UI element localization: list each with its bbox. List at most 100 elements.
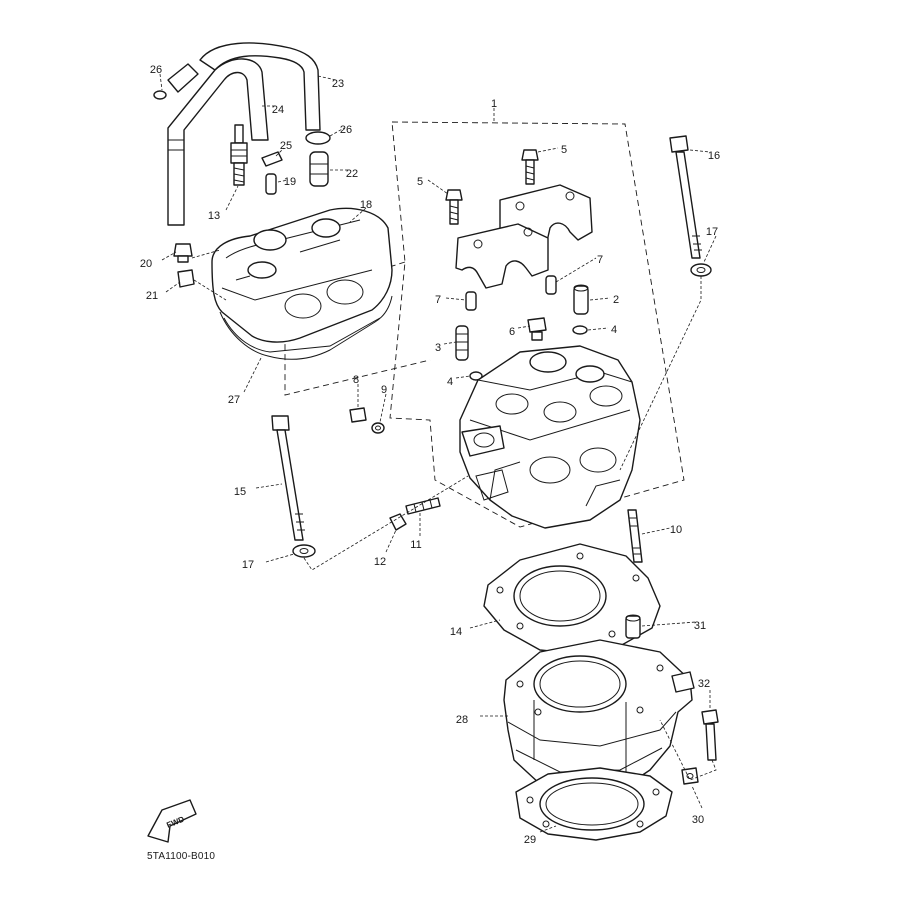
- callout-leader-18: [349, 207, 367, 223]
- callout-leader-17a: [703, 235, 717, 263]
- callout-number-5a: 5: [561, 144, 567, 156]
- cap-bolt-5-right: [521, 149, 539, 185]
- callout-number-4a: 4: [611, 324, 617, 336]
- callout-leader-31: [641, 621, 697, 627]
- callout-leader-26a: [159, 73, 163, 91]
- callout-leader-5a: [537, 147, 559, 153]
- callout-leader-13: [225, 185, 239, 211]
- dowel-7-left: [465, 291, 477, 311]
- cylinder-28: [503, 639, 695, 797]
- cover-bolt-guide: [191, 249, 227, 301]
- cylinder-head: [459, 345, 641, 529]
- callout-number-19: 19: [284, 176, 296, 188]
- cap-26: [305, 131, 331, 145]
- callout-leader-3: [443, 341, 457, 345]
- callout-leader-6: [517, 325, 531, 329]
- callout-number-1: 1: [491, 98, 497, 110]
- washer-9: [371, 422, 385, 434]
- cap-bolt-5-left: [445, 189, 463, 225]
- bolt-12: [389, 513, 407, 531]
- callout-number-24: 24: [272, 104, 284, 116]
- callout-leader-10: [641, 527, 671, 535]
- callout-leader-29: [539, 825, 557, 833]
- callout-number-8: 8: [353, 374, 359, 386]
- callout-leader-19: [277, 179, 289, 183]
- cylinder-head-cover-18: [211, 207, 393, 343]
- callout-number-25: 25: [280, 140, 292, 152]
- callout-leader-23: [317, 75, 337, 81]
- callout-number-18: 18: [360, 199, 372, 211]
- dowel-7-right: [545, 275, 557, 295]
- plug-6: [527, 317, 547, 341]
- callout-number-2: 2: [613, 294, 619, 306]
- callout-number-23: 23: [332, 78, 344, 90]
- washer-17-upper: [690, 263, 712, 277]
- grommet-22: [309, 151, 329, 187]
- callout-number-17a: 17: [706, 226, 718, 238]
- callout-leader-25: [275, 147, 285, 157]
- callout-layer: 1234455677891011121314151617171819202122…: [140, 64, 720, 846]
- callout-leader-27: [243, 355, 263, 393]
- callout-number-5b: 5: [417, 176, 423, 188]
- callout-number-17b: 17: [242, 559, 254, 571]
- callout-leader-7a: [555, 257, 597, 283]
- callout-leader-4b: [455, 375, 471, 379]
- cylinder-bolt-16: [669, 135, 702, 259]
- guide-3: [455, 325, 469, 361]
- callout-leader-15: [255, 483, 283, 489]
- bolt-32: [701, 709, 719, 761]
- cylinder-base-gasket-29: [515, 767, 673, 841]
- callout-number-31: 31: [694, 620, 706, 632]
- callout-number-14: 14: [450, 626, 462, 638]
- callout-number-12: 12: [374, 556, 386, 568]
- dowel-2: [573, 284, 589, 315]
- dowel-19: [265, 173, 277, 195]
- callout-number-22: 22: [346, 168, 358, 180]
- callout-number-9: 9: [381, 384, 387, 396]
- bolt-15-guide: [303, 475, 469, 571]
- assembly-1-outline: [389, 121, 685, 528]
- callout-number-4b: 4: [447, 376, 453, 388]
- callout-number-7a: 7: [597, 254, 603, 266]
- cylinder-bolt-15: [271, 415, 305, 541]
- stud-bolt-11: [405, 497, 441, 515]
- washer-17-lower: [292, 544, 316, 558]
- cylinder-head-gasket-14: [483, 543, 661, 655]
- fwd-arrow-icon: FWD: [147, 799, 197, 843]
- callout-number-7b: 7: [435, 294, 441, 306]
- callout-leader-5b: [427, 179, 449, 195]
- callout-number-3: 3: [435, 342, 441, 354]
- callout-leader-12: [385, 529, 397, 553]
- callout-number-11: 11: [410, 539, 421, 551]
- o-ring-4-left: [469, 371, 483, 381]
- callout-leader-20: [161, 251, 177, 261]
- callout-number-6: 6: [509, 326, 515, 338]
- nut-30: [681, 767, 699, 785]
- cover-gasket-27: [219, 295, 393, 360]
- o-ring-4-right: [572, 325, 588, 335]
- callout-number-13: 13: [208, 210, 220, 222]
- callout-number-26b: 26: [340, 124, 352, 136]
- callout-number-28: 28: [456, 714, 468, 726]
- callout-leader-21: [165, 281, 181, 293]
- callout-leader-16: [689, 149, 711, 153]
- camshaft-cap-lower: [455, 223, 549, 289]
- callout-number-26a: 26: [150, 64, 162, 76]
- callout-number-29: 29: [524, 834, 536, 846]
- clip-25: [261, 151, 283, 167]
- callout-number-32: 32: [698, 678, 710, 690]
- breather-hose-24: [167, 58, 269, 226]
- breather-hose-23: [199, 42, 321, 131]
- callout-leader-9: [379, 393, 387, 423]
- plug-8: [349, 407, 367, 423]
- callout-leader-14: [469, 619, 501, 629]
- stud-bolt-10: [627, 509, 643, 563]
- dowel-31: [625, 614, 641, 639]
- callout-leader-26b: [329, 127, 345, 137]
- bolt-20: [173, 243, 193, 263]
- bolt-32-guide: [659, 719, 717, 781]
- hose-end-26: [153, 63, 199, 100]
- spark-plug-13: [230, 124, 248, 186]
- callout-number-21: 21: [146, 290, 158, 302]
